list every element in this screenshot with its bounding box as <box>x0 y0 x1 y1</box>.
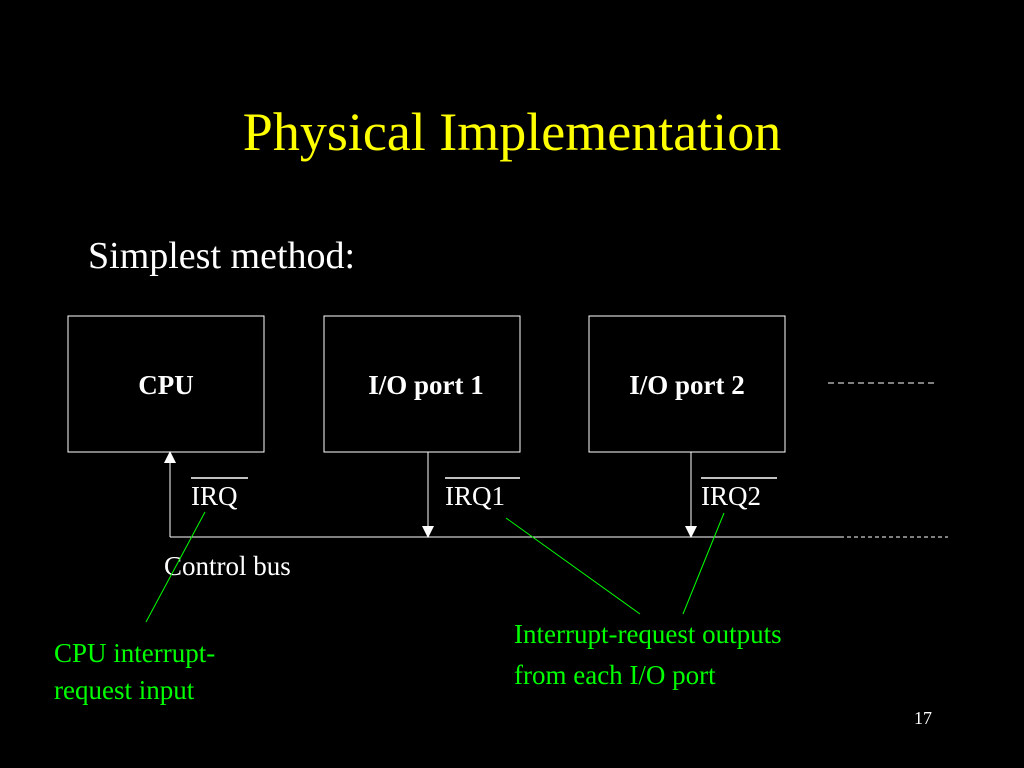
cpu-annotation-line-1: CPU interrupt- <box>54 638 215 668</box>
io-port-1-label: I/O port 1 <box>368 370 484 400</box>
irq2-label: IRQ2 <box>701 481 761 511</box>
slide-title: Physical Implementation <box>242 102 782 162</box>
io1-annotation-leader <box>505 517 641 615</box>
io2-annotation-leader <box>682 512 725 615</box>
irq-label: IRQ <box>191 481 238 511</box>
control-bus-label: Control bus <box>164 551 291 581</box>
io-port-1-box <box>323 315 521 453</box>
io-annotation-line-2: from each I/O port <box>514 660 716 690</box>
io-port-2-label: I/O port 2 <box>629 370 745 400</box>
irq1-label: IRQ1 <box>445 481 505 511</box>
cpu-annotation-line-2: request input <box>54 675 195 705</box>
page-number: 17 <box>914 708 932 728</box>
cpu-annotation-leader <box>145 511 206 623</box>
io-annotation-line-1: Interrupt-request outputs <box>514 619 782 649</box>
io-port-2-box <box>588 315 786 453</box>
slide-subtitle: Simplest method: <box>88 235 356 277</box>
cpu-box-label: CPU <box>138 370 194 400</box>
